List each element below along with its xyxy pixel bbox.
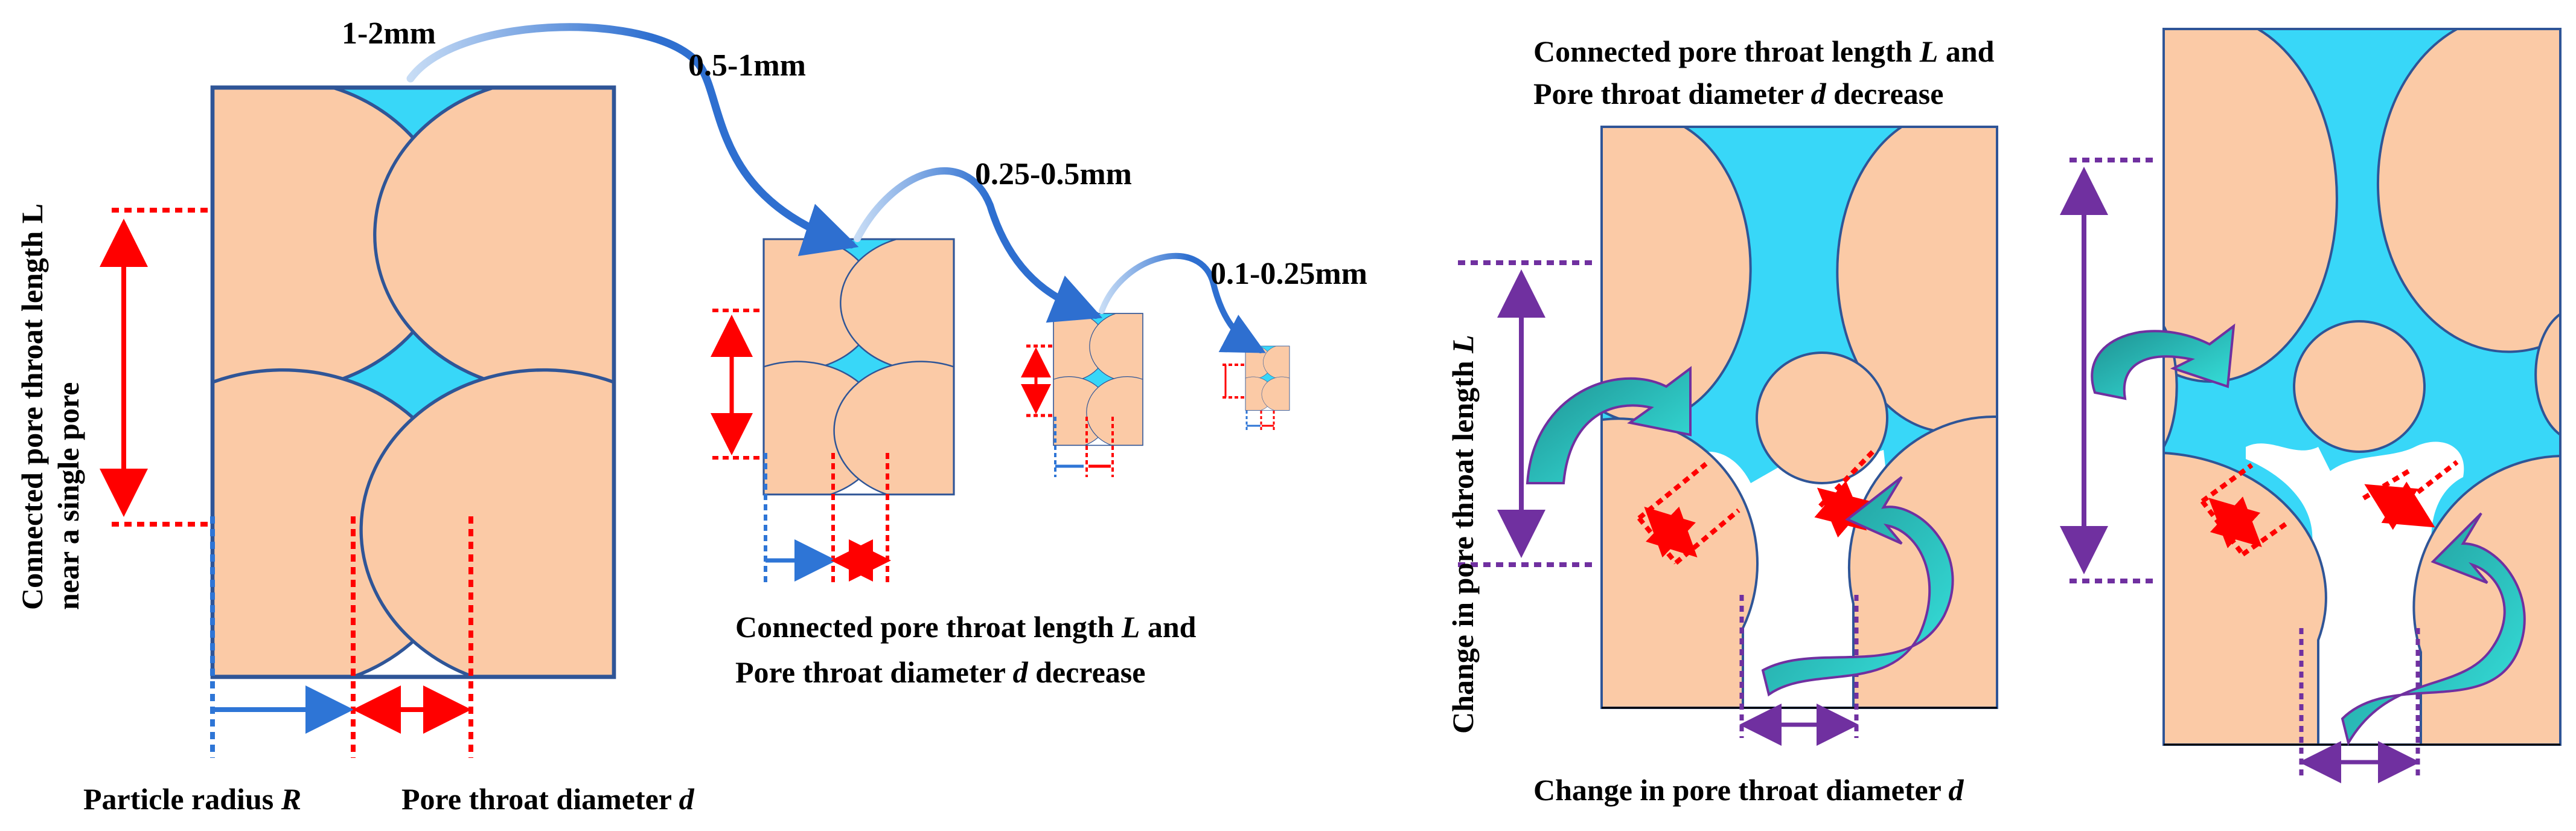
size-label-0-1-0-25mm: 0.1-0.25mm xyxy=(1210,257,1367,291)
right-panel: Connected pore throat length L and Pore … xyxy=(1446,28,2562,807)
cell3-dimensions xyxy=(1021,344,1114,477)
caption-right-decrease: Connected pore throat length L and Pore … xyxy=(1533,34,2002,111)
caption-left-decrease: Connected pore throat length L and Pore … xyxy=(735,610,1204,689)
pore-cell-0-1-0-25mm xyxy=(1245,345,1290,411)
label-change-pore-throat-length: Change in pore throat length L xyxy=(1446,335,1480,734)
pore-cell-configuration-b xyxy=(2060,28,2562,783)
cell2-dimensions xyxy=(711,309,891,583)
label-change-pore-throat-diameter: Change in pore throat diameter d xyxy=(1533,773,1964,807)
size-label-0-25-0-5mm: 0.25-0.5mm xyxy=(975,157,1132,191)
teal-arrow-a-right xyxy=(1761,476,1954,697)
size-arrow-3 xyxy=(1099,252,1266,353)
left-panel: 1-2mm 0.5-1mm 0.25-0.5mm 0.1-0.25mm xyxy=(15,16,1367,816)
label-pore-throat-diameter: Pore throat diameter d xyxy=(401,782,695,816)
size-decrease-arrows xyxy=(406,23,1266,353)
label-particle-radius: Particle radius R xyxy=(83,782,301,816)
size-label-1-2mm: 1-2mm xyxy=(342,16,436,51)
cell1-dimensions xyxy=(100,208,473,758)
label-connected-length-single-pore: Connected pore throat length L near a si… xyxy=(15,197,85,610)
pore-cell-0-5-1mm xyxy=(762,238,955,496)
pore-cell-configuration-a xyxy=(1458,126,1998,746)
pore-cell-1-2mm xyxy=(213,88,614,677)
cell4-dimensions xyxy=(1222,364,1275,430)
teal-arrow-b-left xyxy=(2091,323,2236,400)
size-label-0-5-1mm: 0.5-1mm xyxy=(688,48,806,83)
size-arrow-1 xyxy=(406,23,859,257)
teal-arrow-b-right xyxy=(2341,512,2526,746)
size-arrow-2 xyxy=(854,167,1103,323)
pore-cell-0-25-0-5mm xyxy=(1053,313,1143,446)
teal-arrow-a-left xyxy=(1526,366,1692,484)
